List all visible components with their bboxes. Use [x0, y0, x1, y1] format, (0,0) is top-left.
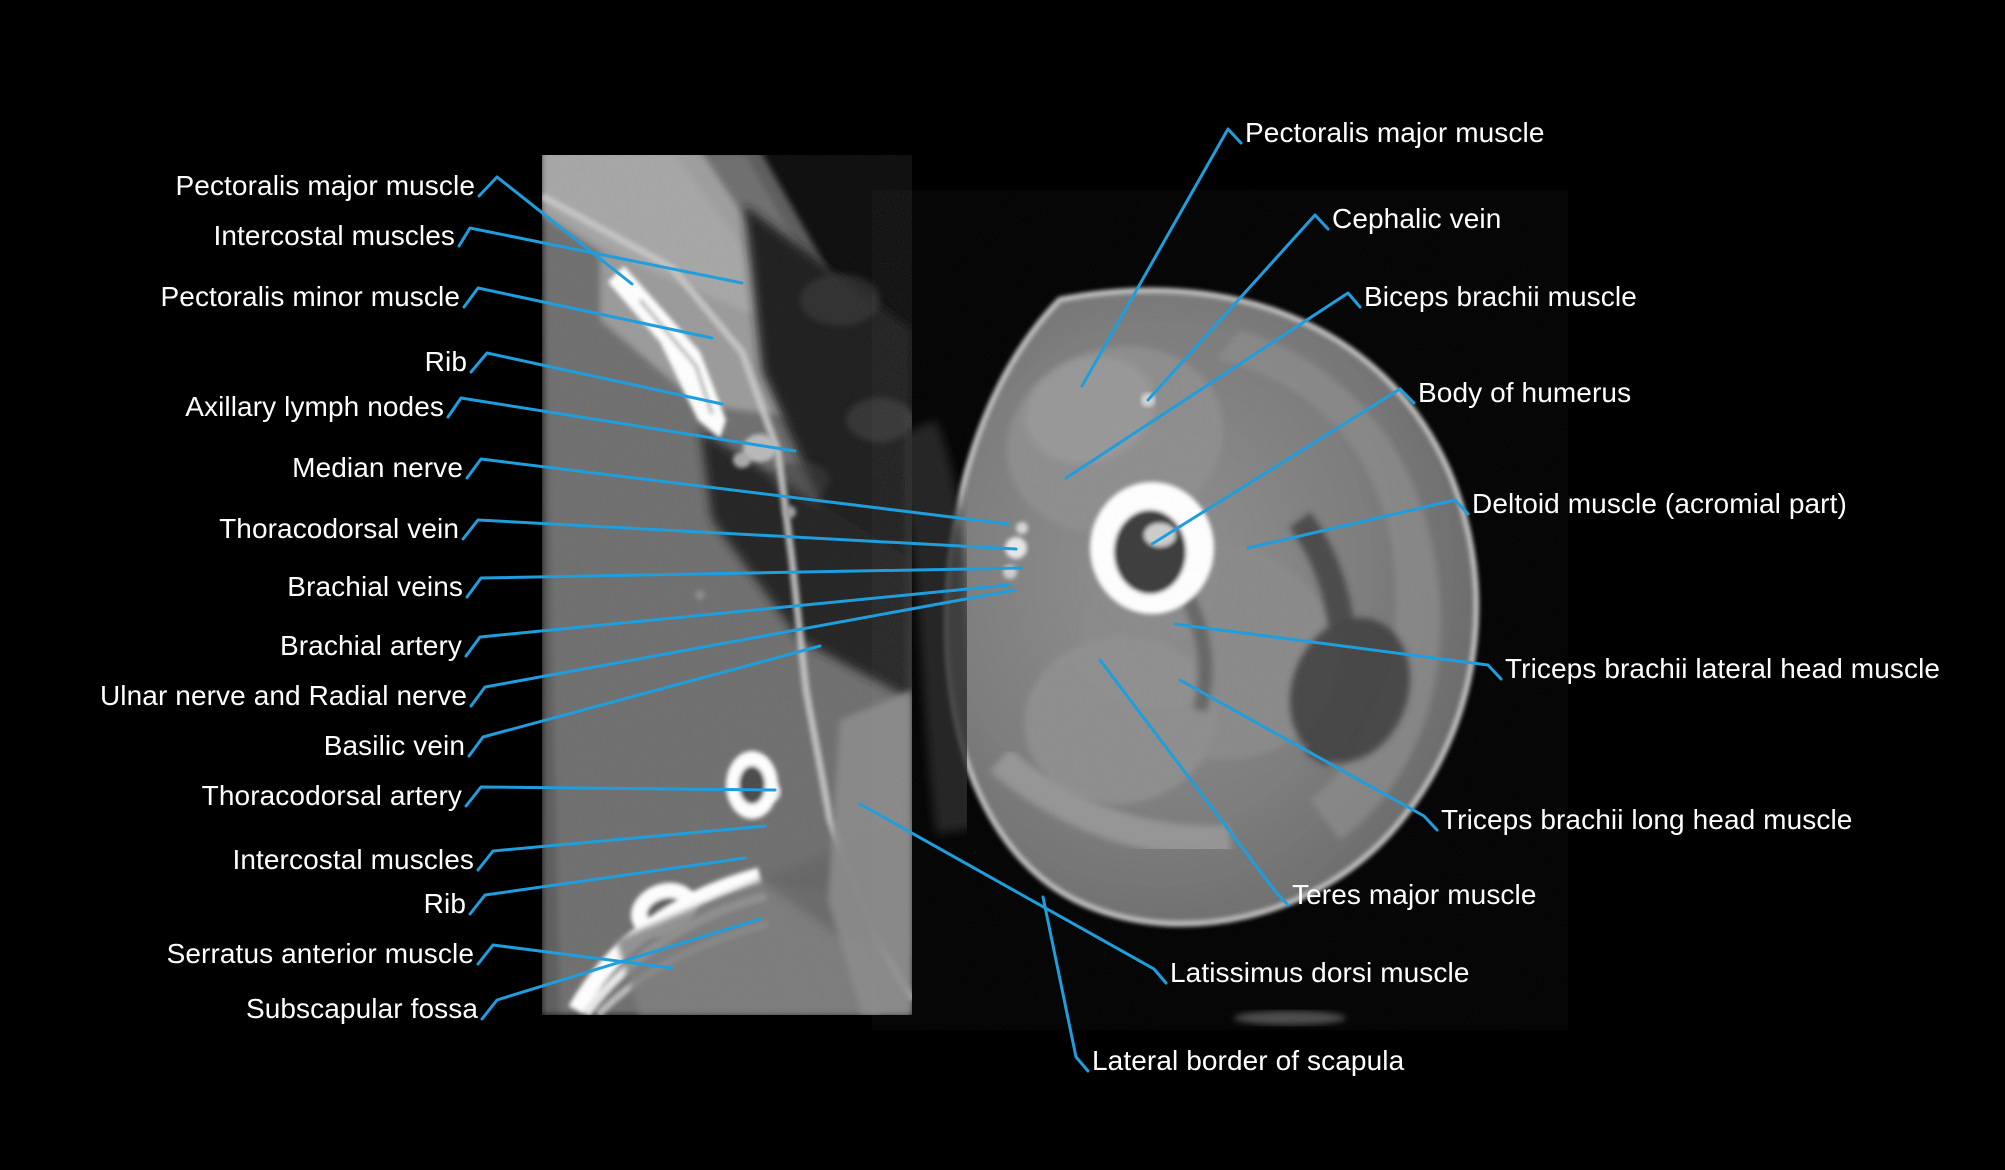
leader-triceps-brachii-lateral-head [1173, 622, 1503, 681]
label-body-of-humerus: Body of humerus [1418, 377, 1632, 408]
label-serratus-anterior-muscle: Serratus anterior muscle [166, 938, 474, 969]
leader-triceps-brachii-long-head [1178, 678, 1439, 832]
leader-thoracodorsal-artery [464, 785, 777, 808]
label-rib-upper: Rib [424, 346, 467, 377]
leader-rib-upper [469, 351, 724, 406]
label-triceps-brachii-long-head: Triceps brachii long head muscle [1441, 804, 1853, 835]
label-deltoid-muscle-acromial-part: Deltoid muscle (acromial part) [1472, 488, 1847, 519]
leader-serratus-anterior-muscle [476, 943, 674, 970]
leader-pectoralis-major-muscle-right [1080, 127, 1243, 388]
label-latissimus-dorsi-muscle: Latissimus dorsi muscle [1170, 957, 1470, 988]
leader-subscapular-fossa [480, 917, 762, 1021]
leader-teres-major-muscle [1098, 658, 1290, 907]
label-triceps-brachii-lateral-head: Triceps brachii lateral head muscle [1505, 653, 1941, 684]
image-artifact-streak [1234, 1011, 1346, 1025]
leader-brachial-veins [465, 566, 1023, 599]
label-intercostal-muscles-lower: Intercostal muscles [232, 844, 474, 875]
label-axillary-lymph-nodes: Axillary lymph nodes [185, 391, 444, 422]
leader-axillary-lymph-nodes [446, 396, 797, 453]
label-basilic-vein: Basilic vein [323, 730, 465, 761]
label-teres-major-muscle: Teres major muscle [1292, 879, 1537, 910]
label-ulnar-and-radial-nerve: Ulnar nerve and Radial nerve [99, 680, 467, 711]
leader-pectoralis-major-muscle-left [477, 175, 634, 286]
leader-body-of-humerus [1150, 387, 1416, 546]
label-brachial-veins: Brachial veins [287, 571, 463, 602]
label-pectoralis-major-muscle-left: Pectoralis major muscle [175, 170, 475, 201]
leader-intercostal-muscles-lower [476, 824, 767, 872]
leader-biceps-brachii-muscle [1064, 291, 1362, 480]
chest-wall-region [542, 155, 912, 1015]
leader-intercostal-muscles-upper [457, 226, 744, 285]
label-brachial-artery: Brachial artery [279, 630, 462, 661]
label-intercostal-muscles-upper: Intercostal muscles [213, 220, 455, 251]
leader-thoracodorsal-vein [461, 518, 1018, 551]
label-subscapular-fossa: Subscapular fossa [245, 993, 478, 1024]
leader-deltoid-muscle-acromial-part [1246, 498, 1470, 550]
leader-pectoralis-minor-muscle [462, 286, 714, 340]
leader-median-nerve [465, 457, 1010, 526]
label-thoracodorsal-vein: Thoracodorsal vein [219, 513, 459, 544]
upper-arm-region [887, 260, 1510, 960]
label-median-nerve: Median nerve [292, 452, 463, 483]
leader-rib-lower [468, 856, 747, 916]
leader-latissimus-dorsi-muscle [858, 802, 1168, 985]
label-biceps-brachii-muscle: Biceps brachii muscle [1364, 281, 1637, 312]
leader-brachial-artery [464, 583, 1010, 658]
leader-lateral-border-of-scapula [1041, 895, 1090, 1073]
label-pectoralis-minor-muscle: Pectoralis minor muscle [160, 281, 460, 312]
label-cephalic-vein: Cephalic vein [1332, 203, 1502, 234]
label-thoracodorsal-artery: Thoracodorsal artery [201, 780, 462, 811]
leader-basilic-vein [467, 644, 822, 758]
label-pectoralis-major-muscle-right: Pectoralis major muscle [1245, 117, 1545, 148]
leader-cephalic-vein [1146, 213, 1330, 402]
label-rib-lower: Rib [423, 888, 466, 919]
leader-ulnar-and-radial-nerve [469, 588, 1017, 708]
label-lateral-border-of-scapula: Lateral border of scapula [1092, 1045, 1405, 1076]
